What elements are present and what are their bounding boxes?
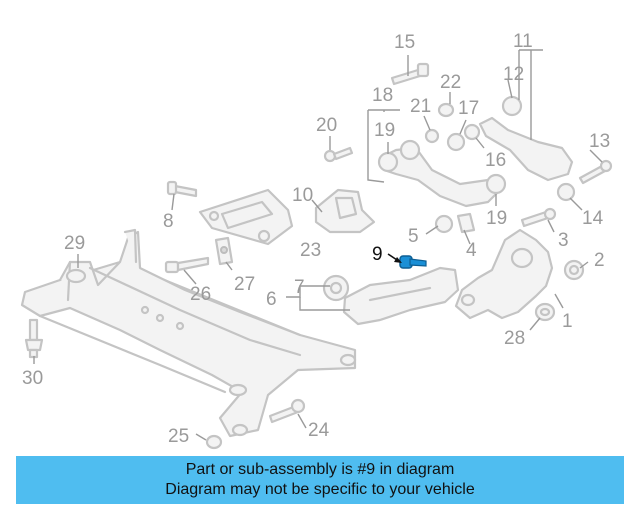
callout-5: 5 <box>408 226 419 247</box>
caption-banner: Part or sub-assembly is #9 in diagram Di… <box>16 456 624 504</box>
callout-6: 6 <box>266 289 277 310</box>
callout-16: 16 <box>485 150 506 171</box>
callout-29: 29 <box>64 233 85 254</box>
bolt-part-15 <box>390 62 430 86</box>
callout-10: 10 <box>292 185 313 206</box>
bushing-part-7 <box>322 274 350 302</box>
callout-21: 21 <box>410 96 431 117</box>
bushing-part-28 <box>534 302 556 322</box>
washer-part-21 <box>424 128 440 144</box>
bolt-part-24 <box>268 398 306 424</box>
bracket-part-27 <box>214 236 234 266</box>
bushing-part-17 <box>446 132 466 152</box>
callout-11: 11 <box>513 31 533 52</box>
bolt-part-9 <box>399 255 427 269</box>
bolt-part-8 <box>166 180 198 198</box>
upper-arm-part-18 <box>377 139 507 208</box>
bushing-part-5 <box>434 214 454 234</box>
callout-1: 1 <box>562 311 573 332</box>
callout-13: 13 <box>589 131 610 152</box>
callout-3: 3 <box>558 230 569 251</box>
callout-numbers: 1 2 3 4 5 6 7 8 9 10 11 12 13 14 15 16 1… <box>22 31 610 447</box>
callout-15: 15 <box>394 32 415 53</box>
mount-part-10 <box>314 188 376 234</box>
subframe-part-29 <box>20 228 357 438</box>
callout-18: 18 <box>372 85 393 106</box>
trailing-arm-part-11 <box>478 95 574 182</box>
knuckle-part-1 <box>454 228 554 320</box>
bushing-part-16 <box>463 123 481 141</box>
callout-4: 4 <box>466 240 477 261</box>
callout-30: 30 <box>22 368 43 389</box>
callout-8: 8 <box>163 211 174 232</box>
bushing-part-2 <box>563 259 585 281</box>
callout-25: 25 <box>168 426 189 447</box>
callout-9: 9 <box>372 244 383 265</box>
callout-14: 14 <box>582 208 604 229</box>
callout-26: 26 <box>190 284 211 305</box>
caption-line-2: Diagram may not be specific to your vehi… <box>165 481 475 498</box>
callout-27: 27 <box>234 274 255 295</box>
leader-lines <box>33 49 603 441</box>
callout-28: 28 <box>504 328 525 349</box>
bolt-part-3 <box>520 207 557 228</box>
callout-7: 7 <box>294 277 305 298</box>
bolt-part-20 <box>323 146 354 163</box>
bolt-part-26 <box>164 256 210 274</box>
callout-17: 17 <box>458 98 479 119</box>
callout-2: 2 <box>594 250 605 271</box>
callout-22: 22 <box>440 72 461 93</box>
bolt-part-13 <box>578 159 613 185</box>
callout-19-upper: 19 <box>374 120 395 141</box>
callout-19-lower: 19 <box>486 208 507 229</box>
callout-23: 23 <box>300 240 321 261</box>
bushing-part-14 <box>556 182 576 202</box>
bushing-part-25 <box>205 434 223 450</box>
bracket-part-4 <box>456 212 476 234</box>
bolt-part-30 <box>24 318 44 359</box>
control-arm-part-6 <box>342 266 460 326</box>
lateral-link-part-23 <box>198 188 294 246</box>
parts-diagram: 1 2 3 4 5 6 7 8 9 10 11 12 13 14 15 16 1… <box>20 31 613 450</box>
callout-12: 12 <box>503 64 524 85</box>
callout-20: 20 <box>316 115 337 136</box>
callout-24: 24 <box>308 420 330 441</box>
caption-line-1: Part or sub-assembly is #9 in diagram <box>185 461 455 478</box>
nut-part-22 <box>437 102 455 118</box>
